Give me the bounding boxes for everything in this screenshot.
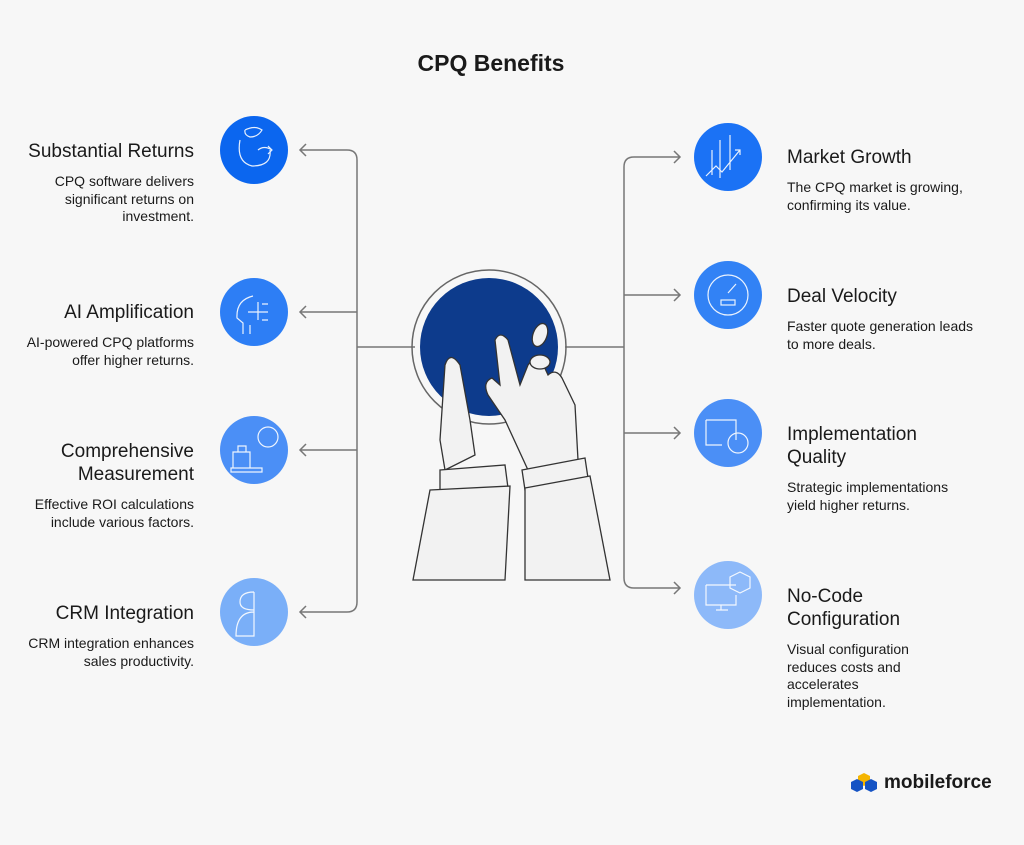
benefit-desc: Strategic implementations yield higher r…: [787, 479, 949, 513]
benefit-title: Comprehensive Measurement: [60, 441, 194, 485]
puzzle-smile-icon: [694, 399, 762, 467]
benefit-desc: Visual configuration reduces costs and a…: [787, 641, 909, 710]
mobileforce-logo: mobileforce: [850, 770, 992, 796]
page-title: CPQ Benefits: [417, 50, 565, 76]
benefit-title: Market Growth: [787, 147, 912, 168]
benefit-desc: CRM integration enhances sales productiv…: [28, 635, 194, 669]
benefit-desc: The CPQ market is growing, confirming it…: [787, 179, 963, 213]
benefit-title: No-Code Configuration: [787, 586, 901, 630]
speedometer-icon: [694, 261, 762, 329]
benefit-title: Implementation Quality: [787, 424, 917, 468]
benefit-title: Substantial Returns: [28, 141, 194, 162]
benefit-desc: AI-powered CPQ platforms offer higher re…: [26, 334, 194, 368]
benefit-title: AI Amplification: [64, 302, 194, 323]
benefit-desc: CPQ software delivers significant return…: [54, 173, 194, 224]
benefit-desc: Faster quote generation leads to more de…: [787, 318, 974, 352]
benefit-desc: Effective ROI calculations include vario…: [34, 496, 194, 530]
benefit-title: CRM Integration: [55, 603, 194, 624]
scale-briefcase-icon: [220, 416, 288, 484]
growth-chart-icon: [694, 123, 762, 191]
monitor-cube-icon: [694, 561, 762, 629]
logo-hexagons-icon: [851, 773, 877, 792]
benefit-title: Deal Velocity: [787, 286, 897, 307]
logo-text: mobileforce: [884, 772, 992, 793]
